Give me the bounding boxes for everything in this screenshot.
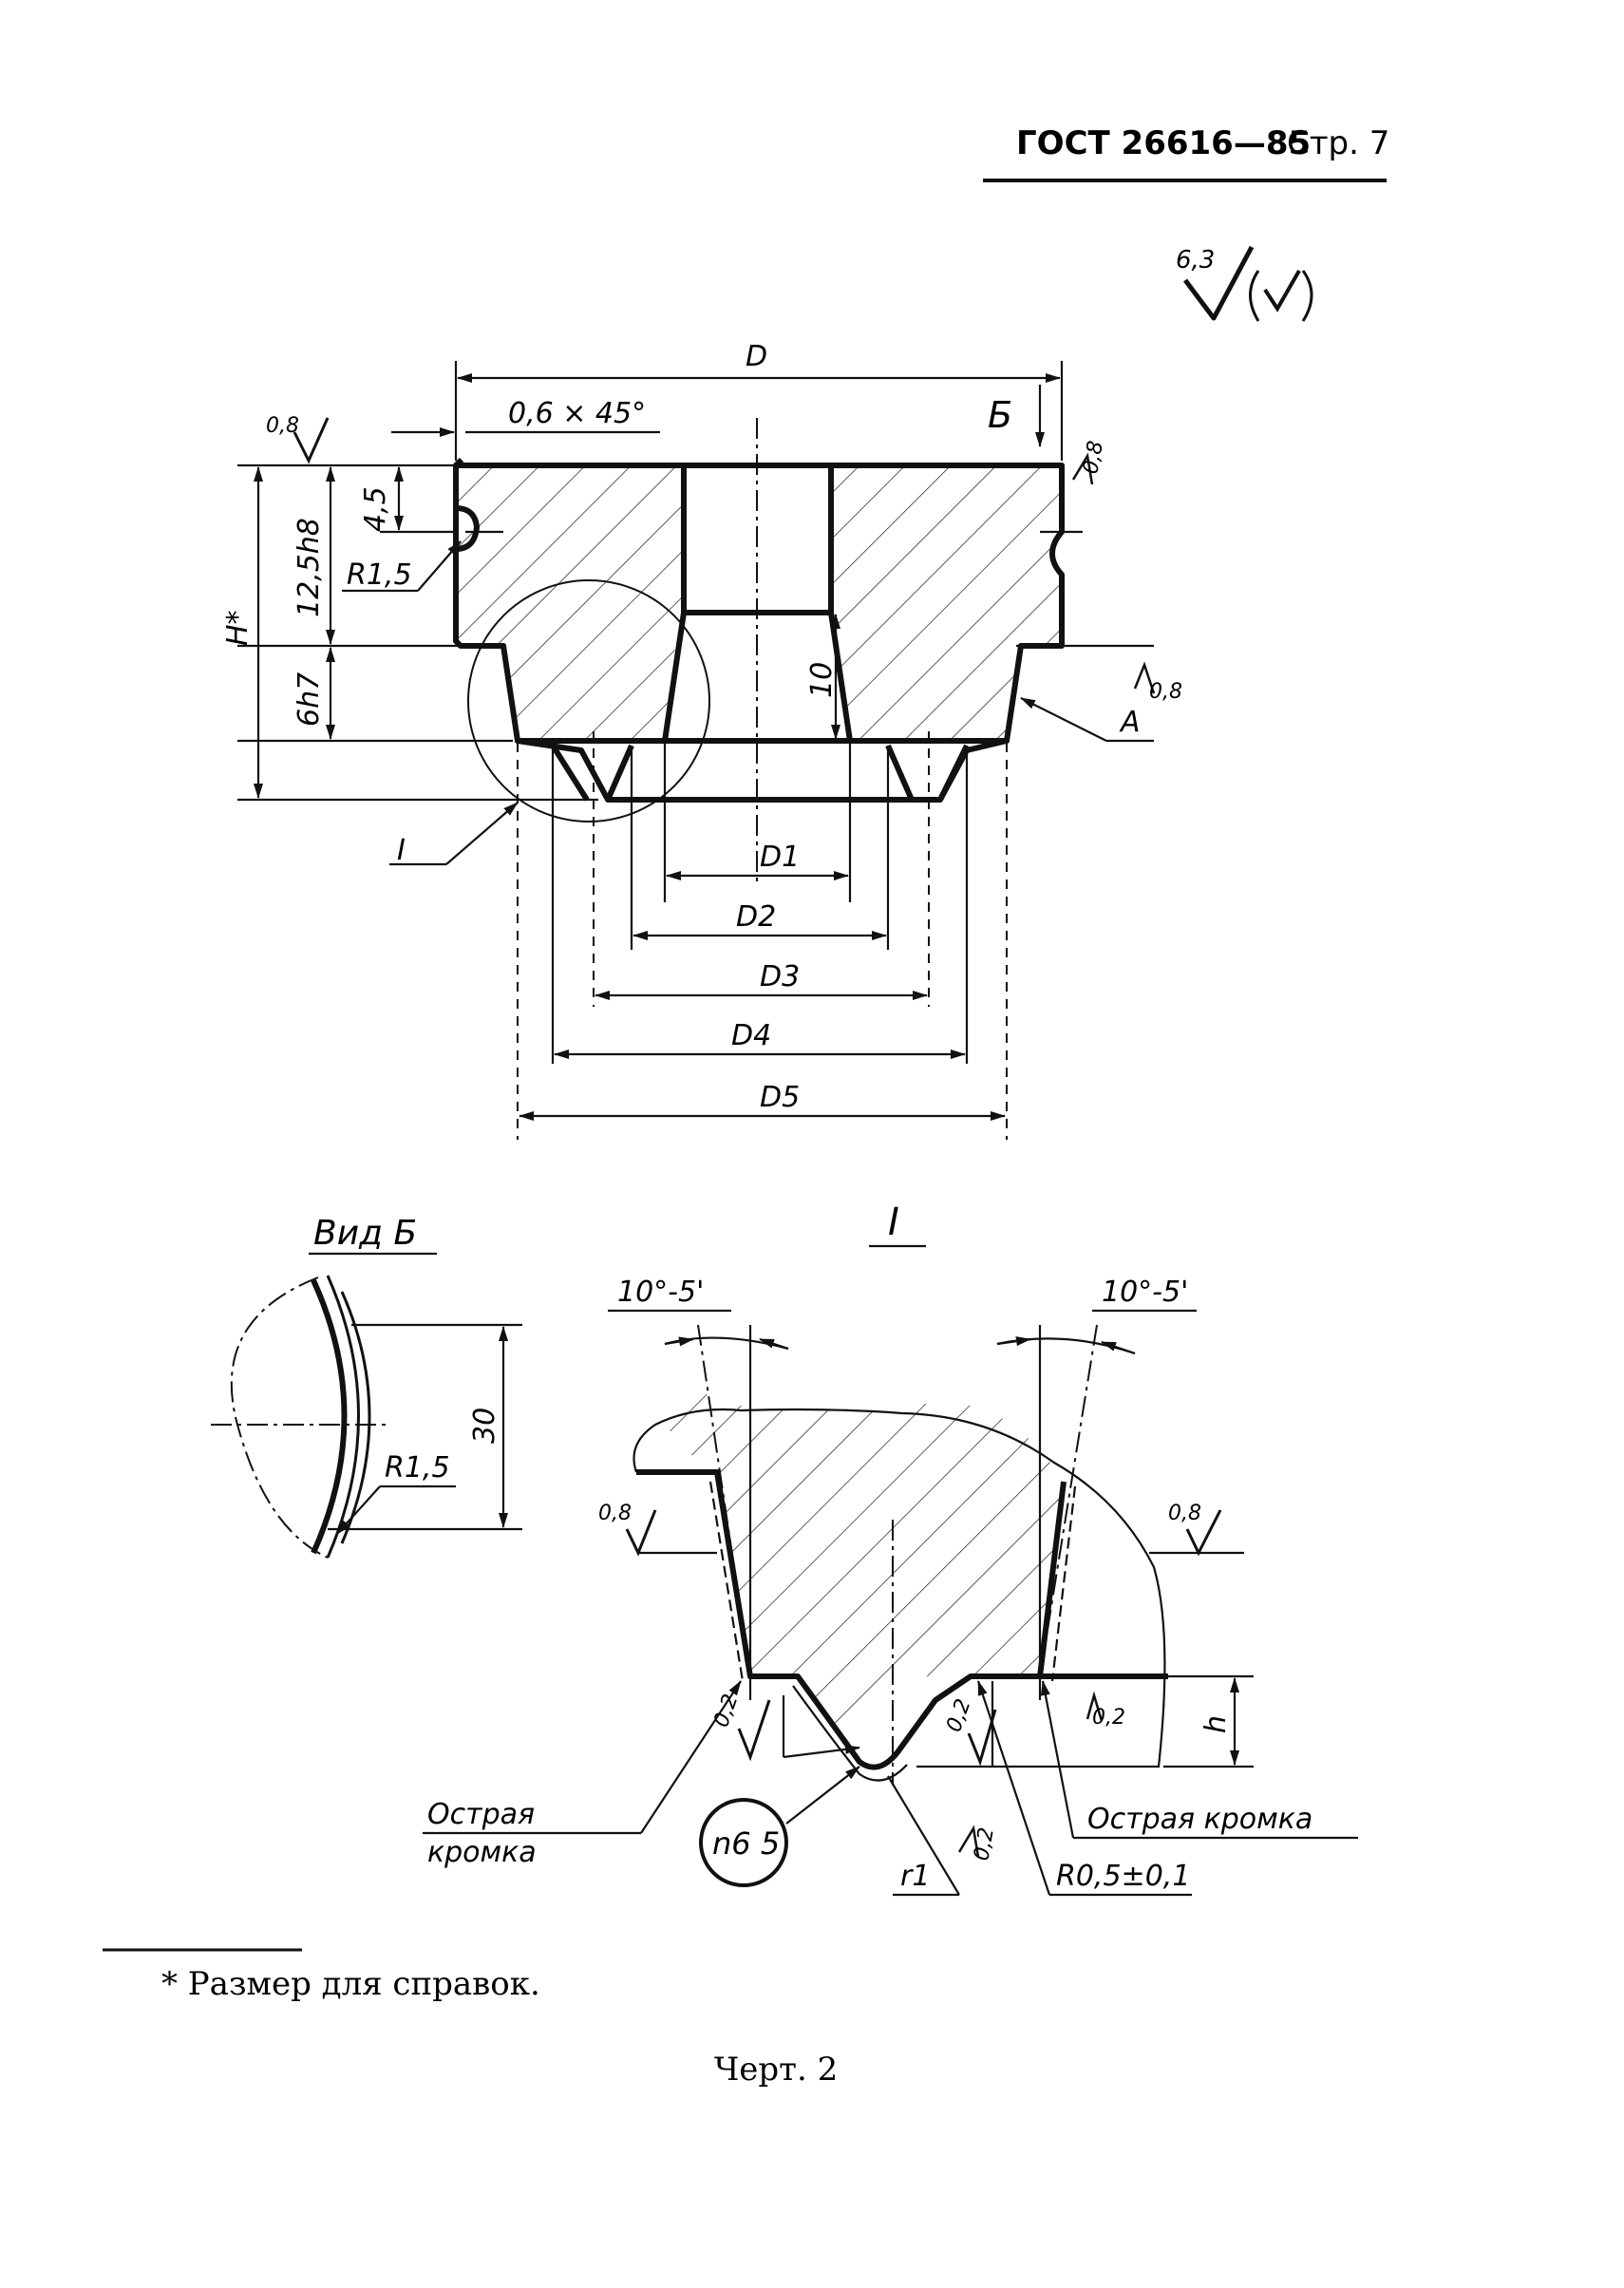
angle-right: 10°-5' xyxy=(1102,1276,1188,1309)
detail-ref-i: I xyxy=(397,834,406,867)
detail-roughness-right: 0,8 xyxy=(1168,1502,1201,1525)
sharp-edge-left-line2: кромка xyxy=(427,1836,537,1869)
dimension-d4: D4 xyxy=(731,1019,771,1052)
tolerance-circle xyxy=(699,1798,788,1887)
detail-roughness-left: 0,8 xyxy=(598,1502,632,1525)
main-section-view: D 0,6 × 45° Б 0,8 0,8 H* 12,5h8 4,5 R1,5 xyxy=(221,340,1182,1140)
dimension-d2: D2 xyxy=(736,900,776,934)
roughness-value: 6,3 xyxy=(1176,246,1215,274)
dimension-12-5h8: 12,5h8 xyxy=(293,518,326,617)
tolerance-n65: n6 5 xyxy=(712,1825,780,1862)
detail-roughness-bottom-left: 0,2 xyxy=(709,1692,743,1730)
label-a: A xyxy=(1119,706,1141,739)
roughness-side-right: 0,8 xyxy=(1149,680,1182,704)
dimension-d1: D1 xyxy=(760,841,800,874)
view-b: Вид Б 30 R1,5 xyxy=(211,1214,522,1559)
dimension-4-5: 4,5 xyxy=(359,486,392,532)
general-roughness-symbol: 6,3 xyxy=(1176,245,1313,322)
dimension-h-star: H* xyxy=(221,610,255,646)
angle-left: 10°-5' xyxy=(617,1276,704,1309)
dimension-r0-5: R0,5±0,1 xyxy=(1056,1860,1190,1893)
detail-i: I 10°-5' 10°-5' 0,8 xyxy=(423,1201,1358,1897)
dimension-r1: r1 xyxy=(900,1860,930,1893)
detail-roughness-r1: 0,2 xyxy=(970,1825,999,1863)
roughness-top-right: 0,8 xyxy=(1079,439,1108,476)
detail-roughness-bottom-mid: 0,2 xyxy=(942,1696,975,1735)
dimension-d5: D5 xyxy=(760,1081,800,1114)
view-b-r1-5: R1,5 xyxy=(385,1451,450,1484)
figure-caption: Черт. 2 xyxy=(714,2051,838,2089)
dimension-h: h xyxy=(1199,1715,1233,1733)
view-mark-b: Б xyxy=(988,394,1012,436)
dimension-6h7: 6h7 xyxy=(293,672,326,727)
dimension-r1-5: R1,5 xyxy=(347,558,412,592)
dimension-10: 10 xyxy=(805,662,839,698)
page-header: ГОСТ 26616—85 Стр. 7 xyxy=(983,124,1389,182)
roughness-top-left: 0,8 xyxy=(266,414,299,438)
standard-number: ГОСТ 26616—85 xyxy=(1016,124,1311,162)
dimension-d: D xyxy=(746,340,767,373)
page-number: Стр. 7 xyxy=(1287,124,1389,162)
detail-i-title: I xyxy=(888,1201,899,1244)
footnote: * Размер для справок. xyxy=(161,1965,540,2003)
dimension-30: 30 xyxy=(468,1408,501,1444)
view-b-title: Вид Б xyxy=(313,1214,417,1253)
dimension-chamfer: 0,6 × 45° xyxy=(508,397,646,430)
dimension-d3: D3 xyxy=(760,960,800,993)
sharp-edge-right: Острая кромка xyxy=(1087,1803,1312,1836)
sharp-edge-left-line1: Острая xyxy=(427,1798,535,1831)
detail-roughness-bottom-right: 0,2 xyxy=(1092,1706,1125,1730)
